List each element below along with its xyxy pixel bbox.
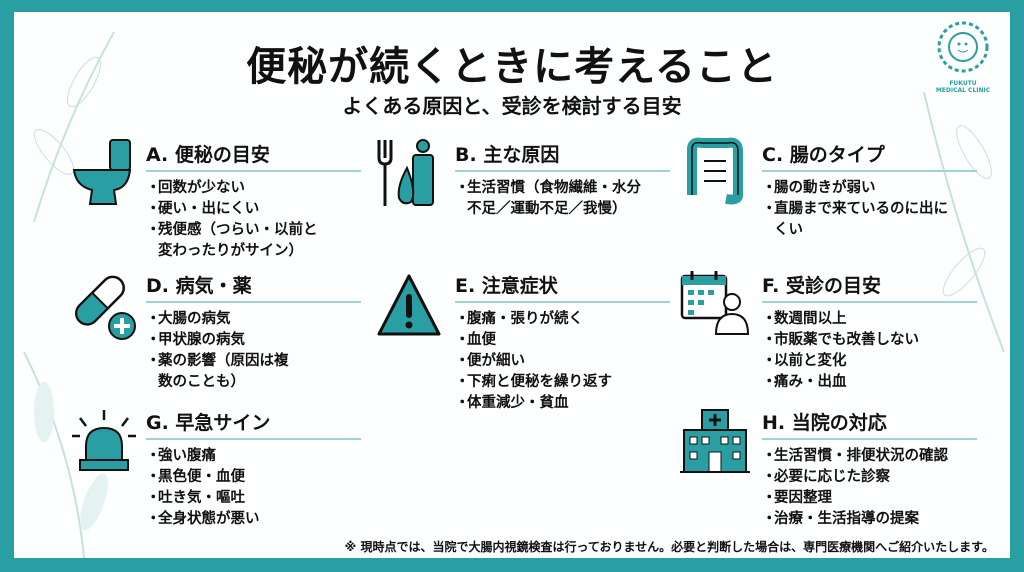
capsule-icon (75, 275, 136, 340)
list-item: 強い腹痛 (146, 446, 361, 467)
toilet-icon (72, 139, 132, 205)
list-item: 腸の動きが弱い (762, 178, 977, 199)
list-item: 体重減少・貧血 (455, 393, 670, 414)
section-title: H. 当院の対応 (762, 408, 977, 440)
list-item: 以前と変化 (762, 351, 977, 372)
list-item: 治療・生活指導の提案 (762, 509, 977, 530)
page-title: 便秘が続くときに考えること (246, 44, 778, 90)
list-item: 吐き気・嘔吐 (146, 488, 361, 509)
list-item: 生活習慣（食物繊維・水分不足／運動不足／我慢） (455, 178, 645, 220)
list-item: 腹痛・張りが続く (455, 309, 670, 330)
list-item: 大腸の病気 (146, 309, 361, 330)
list-item: 要因整理 (762, 488, 977, 509)
list-item: 甲状腺の病気 (146, 330, 361, 351)
list-item: 回数が少ない (146, 178, 361, 199)
section-title: G. 早急サイン (146, 408, 361, 440)
section-g: G. 早急サイン強い腹痛黒色便・血便吐き気・嘔吐全身状態が悪い (146, 408, 361, 530)
list-item: 生活習慣・排便状況の確認 (762, 446, 977, 467)
clinic-logo: FUKUTU MEDICAL CLINIC (928, 18, 998, 98)
calendar-doctor-icon (680, 271, 750, 335)
section-e: E. 注意症状腹痛・張りが続く血便便が細い下痢と便秘を繰り返す体重減少・貧血 (455, 271, 670, 414)
section-a: A. 便秘の目安回数が少ない硬い・出にくい残便感（つらい・以前と変わったりがサイ… (146, 140, 361, 262)
section-title: D. 病気・薬 (146, 271, 361, 303)
list-item: 便が細い (455, 351, 670, 372)
section-title: B. 主な原因 (455, 140, 670, 172)
list-item: 直腸まで来ているのに出にくい (762, 199, 952, 241)
list-item: 薬の影響（原因は複数のことも） (146, 351, 296, 393)
section-c: C. 腸のタイプ腸の動きが弱い直腸まで来ているのに出にくい (762, 140, 977, 241)
list-item: 残便感（つらい・以前と変わったりがサイン） (146, 220, 326, 262)
siren-icon (72, 410, 136, 471)
leaf-decoration-icon (23, 352, 108, 558)
leaf-decoration-icon (33, 31, 115, 222)
section-title: C. 腸のタイプ (762, 140, 977, 172)
list-item: 全身状態が悪い (146, 509, 361, 530)
leaf-decoration-icon (923, 92, 1005, 352)
list-item: 痛み・出血 (762, 372, 977, 393)
list-item: 数週間以上 (762, 309, 977, 330)
fork-person-water-icon (377, 139, 434, 206)
section-d: D. 病気・薬大腸の病気甲状腺の病気薬の影響（原因は複数のことも） (146, 271, 361, 393)
section-title: F. 受診の目安 (762, 271, 977, 303)
list-item: 血便 (455, 330, 670, 351)
logo-text-1: FUKUTU (949, 80, 977, 87)
section-title: E. 注意症状 (455, 271, 670, 303)
list-item: 硬い・出にくい (146, 199, 361, 220)
hospital-icon (680, 409, 750, 473)
list-item: 市販薬でも改善しない (762, 330, 977, 351)
intestine-icon (687, 137, 743, 205)
section-b: B. 主な原因生活習慣（食物繊維・水分不足／運動不足／我慢） (455, 140, 670, 220)
list-item: 黒色便・血便 (146, 467, 361, 488)
logo-emblem-icon (937, 21, 989, 73)
warning-icon (377, 274, 441, 336)
logo-text-2: MEDICAL CLINIC (935, 87, 991, 94)
list-item: 下痢と便秘を繰り返す (455, 372, 670, 393)
section-title: A. 便秘の目安 (146, 140, 361, 172)
page-subtitle: よくある原因と、受診を検討する目安 (342, 94, 682, 118)
list-item: 必要に応じた診察 (762, 467, 977, 488)
section-h: H. 当院の対応生活習慣・排便状況の確認必要に応じた診察要因整理治療・生活指導の… (762, 408, 977, 530)
section-f: F. 受診の目安数週間以上市販薬でも改善しない以前と変化痛み・出血 (762, 271, 977, 393)
footnote: ※ 現時点では、当院で大腸内視鏡検査は行っておりません。必要と判断した場合は、専… (344, 540, 994, 554)
